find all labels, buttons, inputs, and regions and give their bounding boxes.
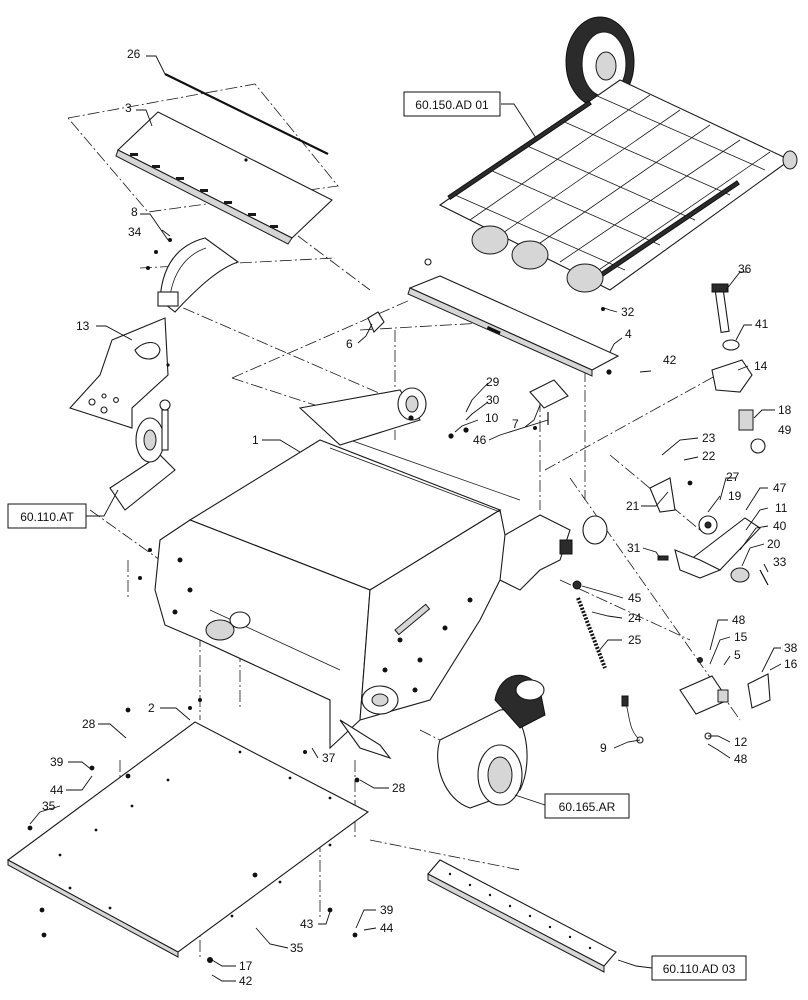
callout-10: 10	[485, 411, 499, 425]
part-13-side-plate	[69, 317, 170, 429]
reference-box-60-165-ar: 60.165.AR	[544, 793, 630, 819]
callout-17: 17	[239, 959, 253, 973]
bracket-assembly	[679, 657, 771, 740]
callout-19: 19	[728, 489, 742, 503]
callout-48: 48	[732, 613, 746, 627]
callout-46: 46	[473, 433, 487, 447]
callout-1: 1	[252, 433, 259, 447]
gearbox-motor	[437, 674, 546, 809]
reference-box-60-110-at: 60.110.AT	[7, 503, 87, 529]
callout-9: 9	[600, 741, 607, 755]
conveyor-assembly	[438, 16, 798, 293]
part-3-cover-sheet	[115, 111, 333, 245]
callout-43: 43	[300, 917, 314, 931]
callout-15: 15	[734, 630, 748, 644]
callout-35: 35	[42, 799, 56, 813]
callout-20: 20	[767, 537, 781, 551]
callout-32: 32	[621, 305, 635, 319]
callout-21: 21	[626, 499, 640, 513]
callout-2: 2	[148, 701, 155, 715]
ref-60-110-ad-03-label: 60.110.AD 03	[663, 962, 736, 976]
callout-13: 13	[76, 319, 90, 333]
callout-29: 29	[486, 375, 500, 389]
callout-44: 44	[50, 783, 64, 797]
reference-box-60-150-ad-01: 60.150.AD 01	[403, 91, 501, 117]
part-26-rod	[164, 73, 329, 155]
ref-60-110-at-label: 60.110.AT	[20, 510, 74, 524]
callout-16: 16	[784, 657, 798, 671]
part-8-curved-shield	[146, 237, 240, 313]
bottom-right-bar	[427, 859, 617, 973]
callout-35b: 35	[290, 941, 304, 955]
callout-28b: 28	[392, 781, 406, 795]
callout-44b: 44	[380, 921, 394, 935]
callout-numbers: 26 3 8 34 13 36 41 14 18 49 32 6 4 42 29…	[42, 47, 798, 988]
callout-26: 26	[127, 47, 141, 61]
callout-30: 30	[486, 393, 500, 407]
callout-8: 8	[131, 205, 138, 219]
callout-34: 34	[128, 225, 142, 239]
part-6-bracket	[367, 311, 385, 333]
callout-40: 40	[773, 519, 787, 533]
callout-38: 38	[784, 641, 798, 655]
part-7-plate	[529, 379, 569, 425]
part-1-main-frame	[154, 387, 608, 760]
callout-42b: 42	[239, 974, 253, 988]
callout-22: 22	[702, 449, 716, 463]
callout-18: 18	[778, 403, 792, 417]
callout-36: 36	[738, 262, 752, 276]
leader-lines	[29, 55, 782, 982]
left-arm-assembly	[109, 399, 176, 511]
callout-47: 47	[773, 481, 787, 495]
callout-27: 27	[726, 470, 740, 484]
spring-assembly	[572, 580, 607, 669]
callout-3: 3	[125, 101, 132, 115]
callout-24: 24	[628, 611, 642, 625]
fasteners	[27, 250, 693, 963]
callout-7: 7	[512, 417, 519, 431]
callout-33: 33	[773, 555, 787, 569]
callout-49: 49	[778, 423, 792, 437]
callout-42: 42	[663, 353, 677, 367]
callout-12: 12	[734, 735, 748, 749]
callout-48b: 48	[734, 752, 748, 766]
callout-45: 45	[628, 591, 642, 605]
callout-37: 37	[322, 751, 336, 765]
callout-11: 11	[775, 501, 788, 515]
callout-14: 14	[754, 359, 768, 373]
callout-28: 28	[82, 717, 96, 731]
part-9-sensor	[621, 695, 644, 744]
callout-23: 23	[702, 431, 716, 445]
callout-25: 25	[628, 633, 642, 647]
callout-6: 6	[346, 337, 353, 351]
right-linkage	[649, 283, 769, 586]
part-4-cross-beam	[407, 258, 620, 377]
part-2-bottom-plate	[6, 721, 370, 958]
callout-41: 41	[755, 317, 769, 331]
callout-4: 4	[625, 327, 632, 341]
callout-5: 5	[734, 648, 741, 662]
ref-60-150-ad-01-label: 60.150.AD 01	[415, 98, 489, 112]
callout-39b: 39	[380, 903, 394, 917]
callout-31: 31	[627, 541, 641, 555]
reference-box-60-110-ad-03: 60.110.AD 03	[651, 955, 747, 981]
ref-60-165-ar-label: 60.165.AR	[559, 800, 616, 814]
callout-39: 39	[50, 755, 64, 769]
